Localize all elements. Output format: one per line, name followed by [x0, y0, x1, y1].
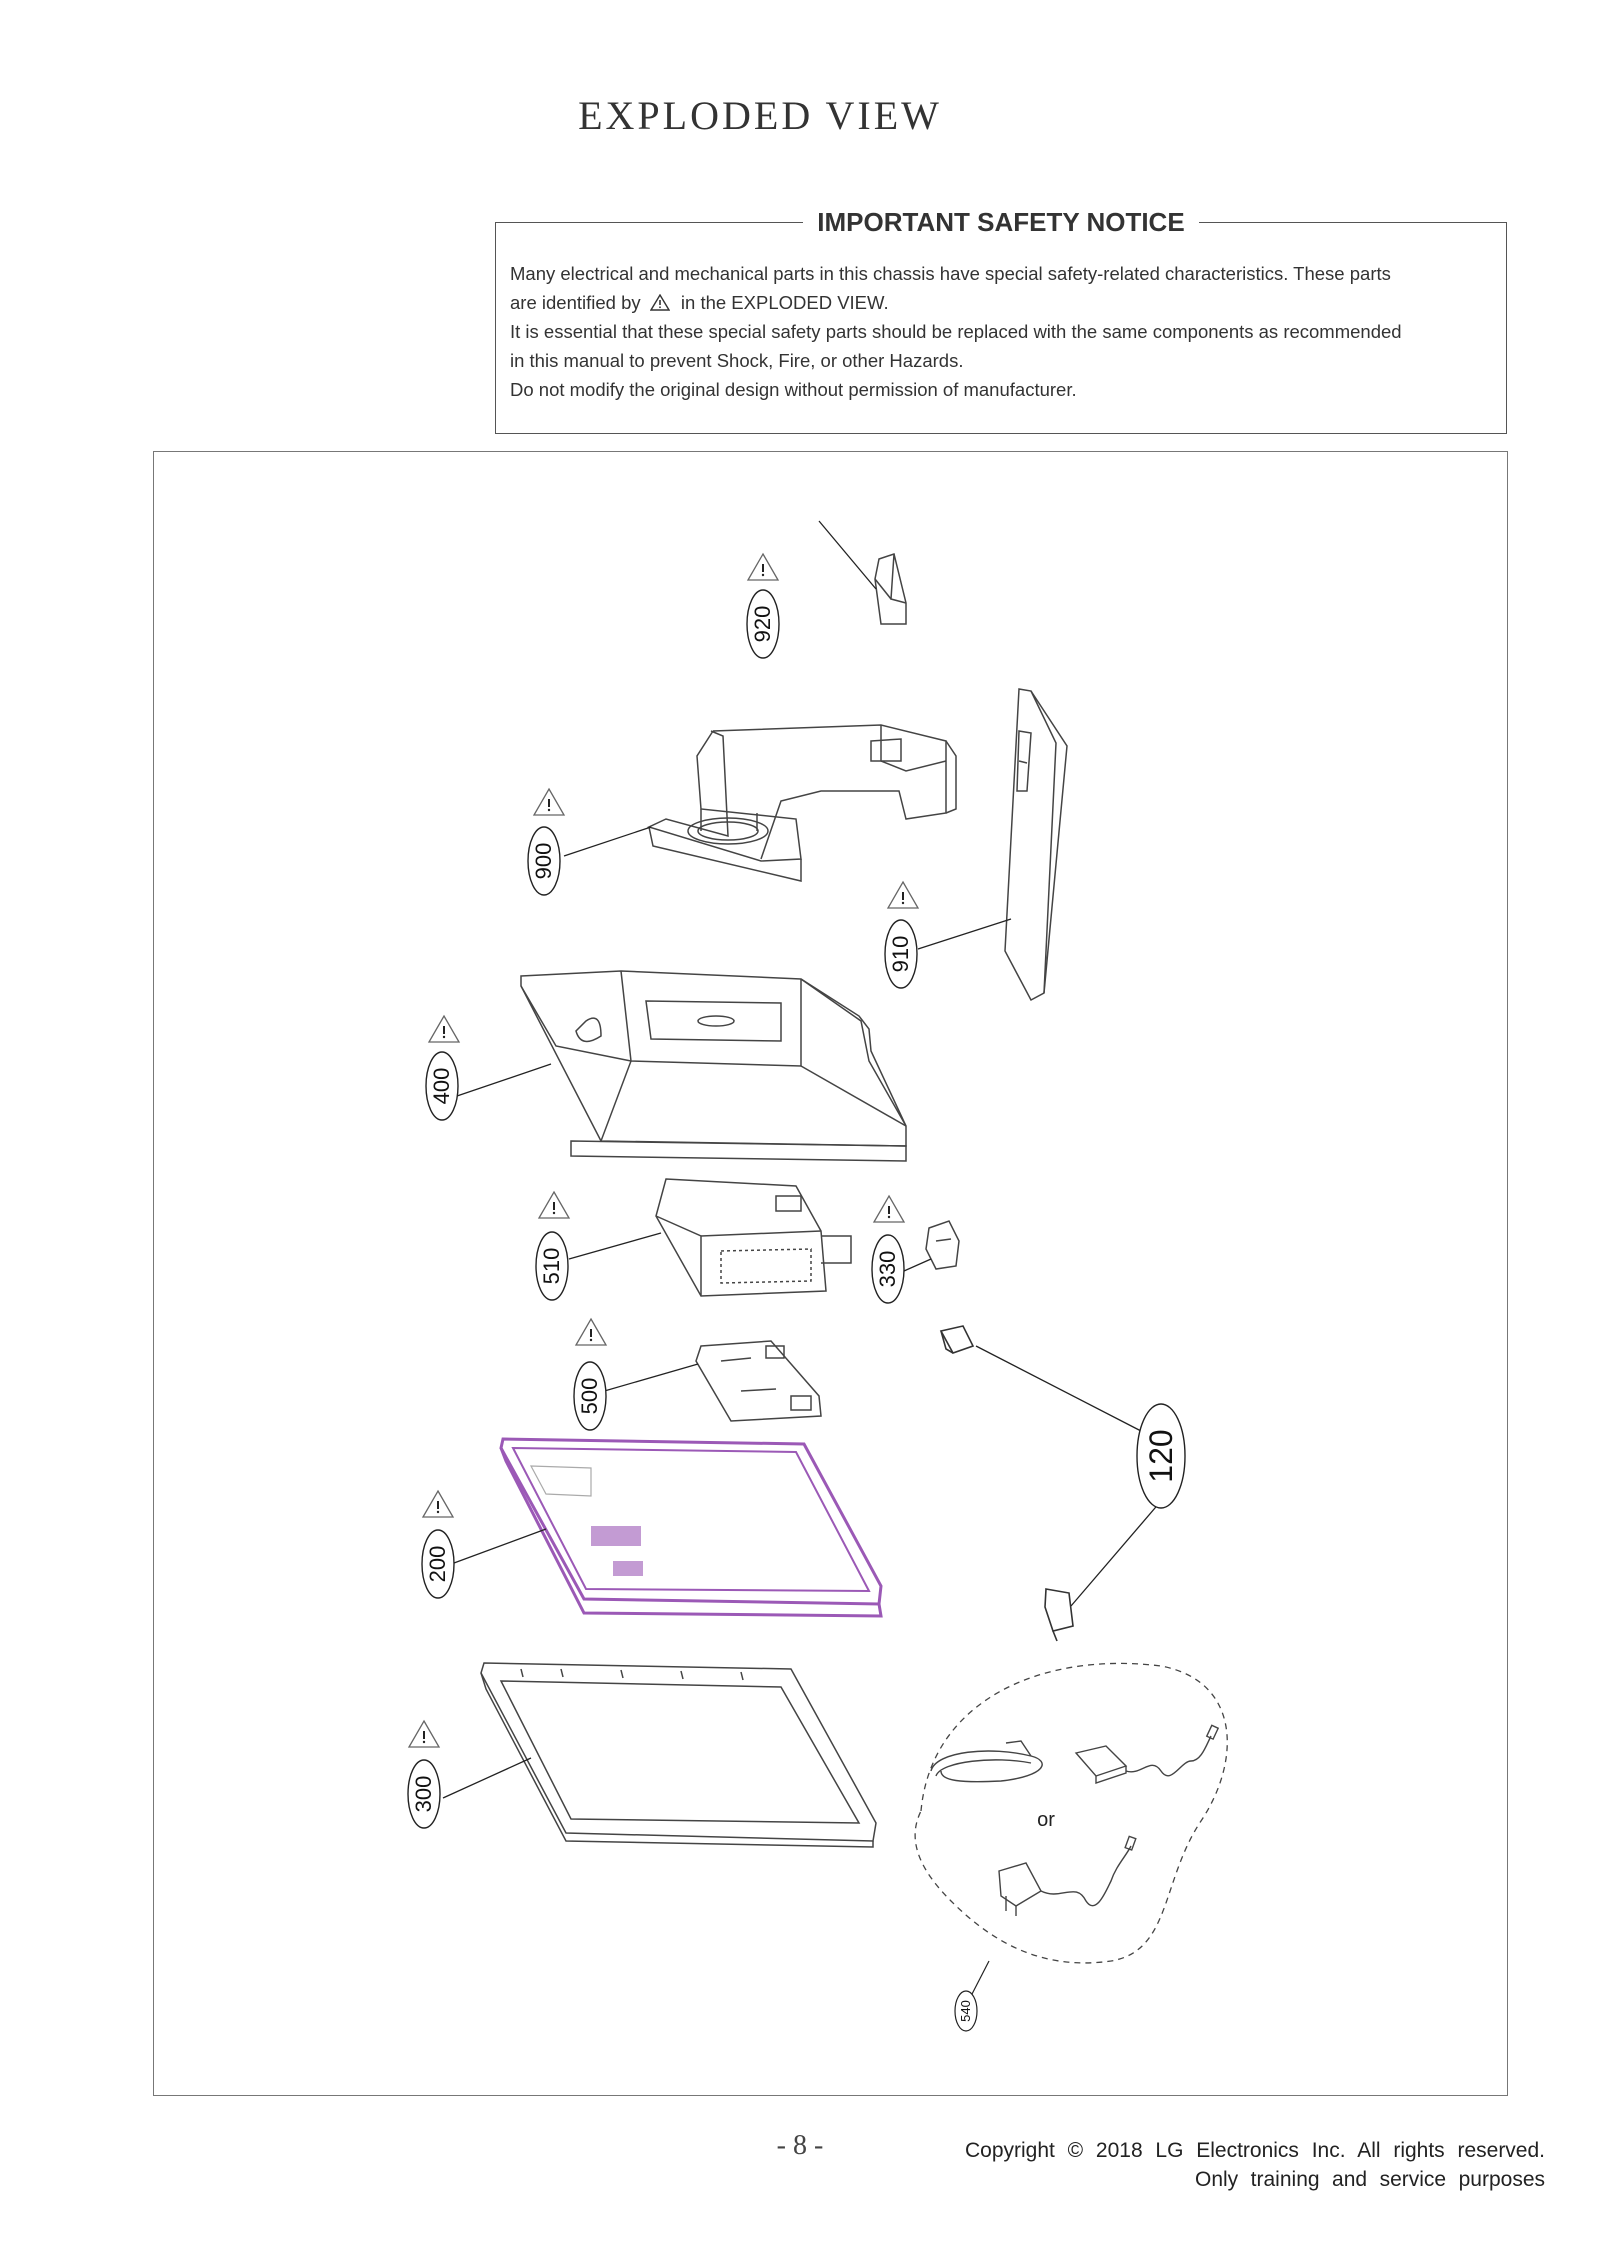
alternative-or-label: or	[1037, 1809, 1055, 1831]
part-label-910: 910	[884, 919, 918, 989]
footer-copyright: Copyright © 2018 LG Electronics Inc. All…	[965, 2136, 1545, 2194]
warning-triangle-icon	[747, 553, 779, 581]
notice-line-2-suffix: in the EXPLODED VIEW.	[680, 292, 889, 313]
part-number-400: 400	[429, 1068, 454, 1105]
part-label-300: 300	[407, 1759, 441, 1829]
warning-triangle-icon	[422, 1490, 454, 1518]
part-label-900: 900	[527, 826, 561, 896]
part-number-920: 920	[750, 606, 775, 643]
part-920-drawing	[874, 553, 907, 625]
notice-line-3: It is essential that these special safet…	[510, 321, 1402, 342]
part-500-drawing	[695, 1340, 822, 1422]
warning-triangle-icon	[408, 1720, 440, 1748]
part-910-drawing	[1004, 688, 1068, 1002]
safety-notice-heading: IMPORTANT SAFETY NOTICE	[803, 207, 1199, 237]
warning-triangle-icon	[428, 1015, 460, 1043]
safety-notice-body: Many electrical and mechanical parts in …	[510, 259, 1494, 404]
notice-line-2-prefix: are identified by	[510, 292, 641, 313]
page-number: - 8 -	[776, 2130, 824, 2161]
safety-notice-box: IMPORTANT SAFETY NOTICE Many electrical …	[495, 207, 1507, 434]
part-label-540: 540	[954, 1990, 978, 2032]
part-400-drawing	[520, 970, 907, 1162]
part-label-200: 200	[421, 1529, 455, 1599]
copyright-line: Copyright © 2018 LG Electronics Inc. All…	[965, 2139, 1545, 2162]
purpose-line: Only training and service purposes	[1195, 2168, 1545, 2191]
part-300-drawing	[480, 1662, 877, 1848]
part-number-120: 120	[1143, 1429, 1179, 1482]
page-title: EXPLODED VIEW	[578, 93, 942, 138]
notice-line-1: Many electrical and mechanical parts in …	[510, 263, 1391, 284]
exploded-view-drawing: 920 900 910 400 510 330 500 120	[407, 520, 1228, 2032]
warning-triangle-icon	[887, 881, 919, 909]
notice-line-2: are identified by in the EXPLODED VIEW.	[510, 288, 1494, 317]
part-510-drawing	[655, 1178, 852, 1297]
part-label-920: 920	[746, 589, 780, 659]
part-number-900: 900	[531, 843, 556, 880]
part-number-330: 330	[875, 1251, 900, 1288]
warning-triangle-icon	[575, 1318, 607, 1346]
exploded-view-diagram: 920 900 910 400 510 330 500 120	[153, 451, 1508, 2096]
notice-line-4: in this manual to prevent Shock, Fire, o…	[510, 350, 964, 371]
part-number-910: 910	[888, 936, 913, 973]
notice-line-5: Do not modify the original design withou…	[510, 379, 1077, 400]
part-number-510: 510	[539, 1248, 564, 1285]
warning-triangle-icon	[533, 788, 565, 816]
part-200-drawing	[499, 1437, 883, 1618]
warning-triangle-icon	[538, 1191, 570, 1219]
part-label-400: 400	[425, 1051, 459, 1121]
part-330-drawing	[925, 1220, 960, 1270]
part-900-drawing	[646, 724, 957, 882]
part-number-540: 540	[958, 2000, 973, 2022]
part-label-500: 500	[573, 1361, 607, 1431]
part-number-200: 200	[425, 1546, 450, 1583]
warning-triangle-icon	[873, 1195, 905, 1223]
part-number-500: 500	[577, 1378, 602, 1415]
part-120-drawing	[939, 1325, 1074, 1642]
part-label-510: 510	[535, 1231, 569, 1301]
part-540-drawing	[914, 1662, 1228, 1964]
warning-triangle-icon	[649, 293, 671, 311]
part-label-330: 330	[871, 1234, 905, 1304]
part-number-300: 300	[411, 1776, 436, 1813]
part-label-120: 120	[1136, 1403, 1186, 1509]
